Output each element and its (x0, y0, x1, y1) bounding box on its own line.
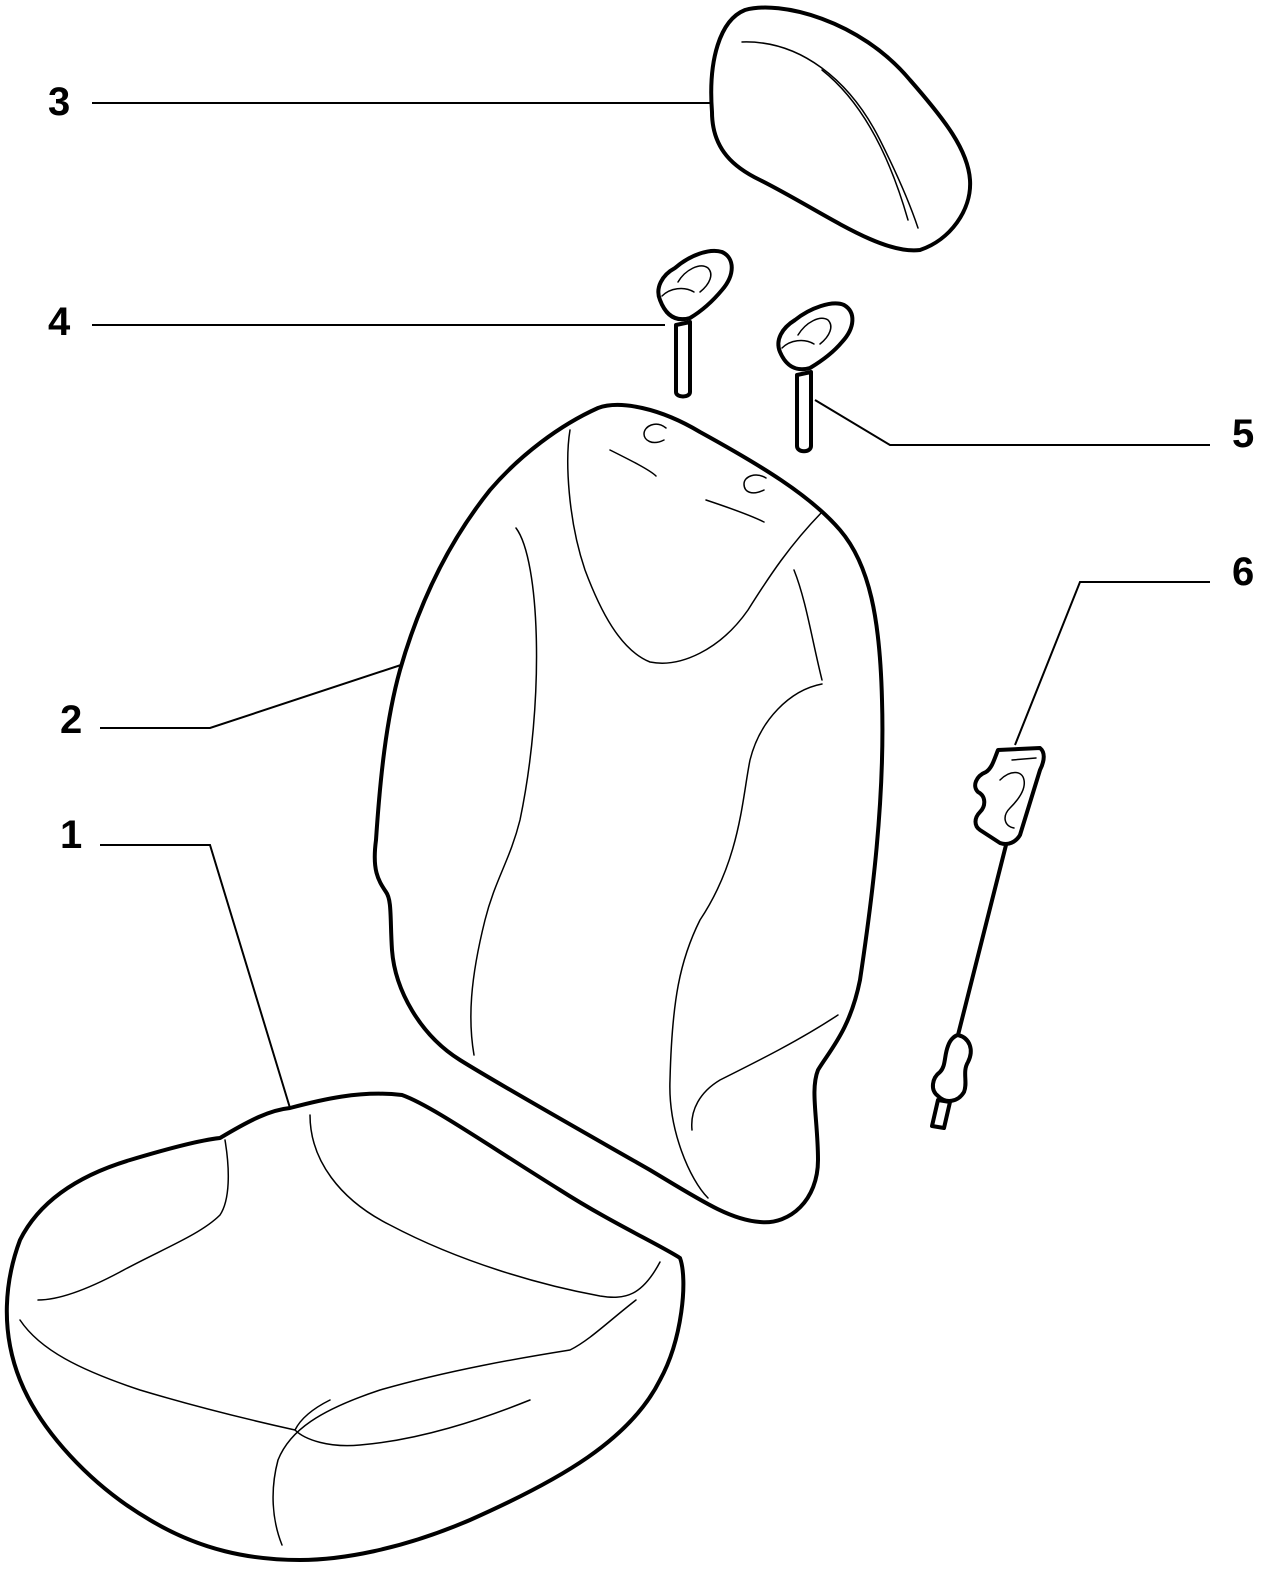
headrest (709, 5, 973, 253)
leader-line-5 (814, 399, 1210, 446)
leader-line-1 (100, 844, 291, 1109)
leader-line-2 (100, 661, 411, 729)
callout-4: 4 (48, 300, 71, 344)
headrest-guide-right (776, 301, 855, 454)
leader-lines (92, 102, 1210, 1109)
callout-1: 1 (60, 813, 83, 857)
callout-3: 3 (48, 80, 71, 124)
seat-cushion (4, 1091, 686, 1562)
callout-5: 5 (1232, 412, 1255, 456)
backrest (372, 403, 885, 1225)
callout-6: 6 (1232, 550, 1255, 594)
callout-2: 2 (60, 698, 83, 742)
headrest-guide-left (656, 248, 734, 399)
leader-line-6 (1014, 581, 1210, 746)
recline-lever (930, 746, 1046, 1130)
